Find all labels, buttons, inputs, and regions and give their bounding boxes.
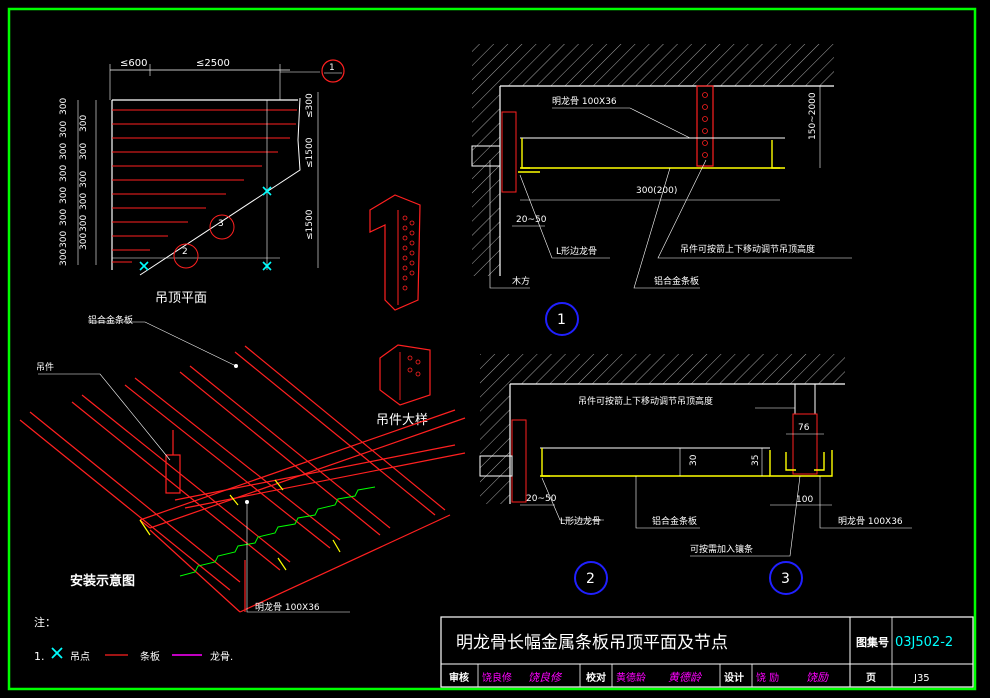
checker-name: 黄德龄 [616,671,646,684]
left-dim: 300 [59,231,69,248]
hanger-detail-title: 吊件大样 [376,413,428,428]
d2-label-keel: 明龙骨 100X36 [838,515,903,527]
right-dim-1500b: ≤1500 [305,209,315,240]
designer-signature: 饶励 [806,671,829,684]
plan-callout-3: 3 [218,219,224,229]
left-dim: 300 [59,143,69,160]
left-dim: 300 [59,209,69,226]
d1-label-wood: 木方 [512,275,530,287]
title-block: 明龙骨长幅金属条板吊顶平面及节点 图集号 03J502-2 审核 饶良修 饶良修… [440,616,974,688]
left-dim: 300 [59,98,69,115]
notes: 注： 1. 吊点 条板 龙骨. [34,615,233,663]
plan-callout-2: 2 [182,247,188,257]
detail-3-callout [769,561,803,595]
note-number: 1. [34,650,45,663]
left-dim-2: 300 [79,143,89,160]
left-dim-2: 300 [79,233,89,250]
iso-title: 安装示意图 [70,573,135,589]
top-dim-2500: ≤2500 [196,58,230,69]
d2-dim-gap: 20~50 [526,494,557,504]
d2-dim-30: 30 [689,454,699,466]
d2-label-panel: 铝合金条板 [652,515,697,527]
left-dim: 300 [59,249,69,266]
left-dim-2: 300 [79,115,89,132]
d2-dim-76: 76 [798,423,810,433]
hang-point-markers [139,186,272,271]
page-number: J35 [913,673,930,684]
reviewer-signature: 饶良修 [528,671,563,684]
left-dim: 300 [59,121,69,138]
atlas-number: 03J502-2 [895,635,953,650]
plan-callout-1 [321,59,345,83]
legend-hang-point-icon [51,647,63,659]
review-label: 审核 [449,671,469,684]
page-label: 页 [866,672,876,684]
detail-1: 150~2000 300(200) 20~50 明龙骨 100X36 L形边龙骨… [471,44,852,336]
detail-2-3: 30 35 76 100 20~50 吊件可按箭上下移动调节吊顶高度 L形边龙骨… [479,354,912,595]
d2-dim-35: 35 [751,455,761,466]
d1-dim-height: 150~2000 [808,92,818,140]
plan-title: 吊顶平面 [155,291,207,306]
d2-label-adjust: 吊件可按箭上下移动调节吊顶高度 [578,395,713,407]
left-dim-2: 300 [79,215,89,232]
detail-2-callout-number: 2 [586,571,595,587]
installation-isometric: 铝合金条板 吊件 明龙骨 100X36 安装示意图 [19,314,466,613]
design-label: 设计 [724,671,744,684]
legend-strip: 条板 [140,650,160,663]
d1-label-l-edge: L形边龙骨 [556,245,597,257]
d2-label-l-edge: L形边龙骨 [560,515,601,527]
notes-heading: 注： [34,615,56,629]
top-dim-600: ≤600 [120,58,147,69]
d1-dim-300: 300(200) [636,186,677,196]
d1-label-keel: 明龙骨 100X36 [552,95,617,107]
right-dim-300: ≤300 [305,93,315,118]
detail-1-callout-number: 1 [557,312,566,328]
d1-label-adjust: 吊件可按箭上下移动调节吊顶高度 [680,243,815,255]
d2-label-insert: 可按需加入镶条 [690,543,753,555]
atlas-label: 图集号 [856,635,889,649]
left-dim: 300 [59,187,69,204]
right-dim-1500a: ≤1500 [305,137,315,168]
left-dim-2: 300 [79,171,89,188]
iso-label-panel: 铝合金条板 [88,314,133,326]
check-label: 校对 [586,671,606,684]
iso-label-hanger: 吊件 [36,361,54,373]
d2-dim-100: 100 [796,495,813,505]
detail-2-callout [574,561,608,595]
d1-dim-gap: 20~50 [516,215,547,225]
drawing-title: 明龙骨长幅金属条板吊顶平面及节点 [456,633,728,653]
designer-name: 饶 励 [756,671,779,684]
left-dim-2: 300 [79,193,89,210]
d1-label-panel: 铝合金条板 [654,275,699,287]
iso-label-keel: 明龙骨 100X36 [255,601,320,613]
detail-1-callout [545,302,579,336]
ceiling-plan: ≤600 ≤2500 1 [59,58,345,306]
detail-3-callout-number: 3 [781,571,790,587]
reviewer-name: 饶良修 [482,671,512,684]
checker-signature: 黄德龄 [668,671,703,684]
drawing-frame [7,7,977,691]
legend-hang-point: 吊点 [70,651,90,663]
hanger-detail: 吊件大样 [369,194,431,428]
legend-keel: 龙骨. [210,650,233,663]
left-dim: 300 [59,165,69,182]
plan-callout-1-label: 1 [329,63,335,73]
